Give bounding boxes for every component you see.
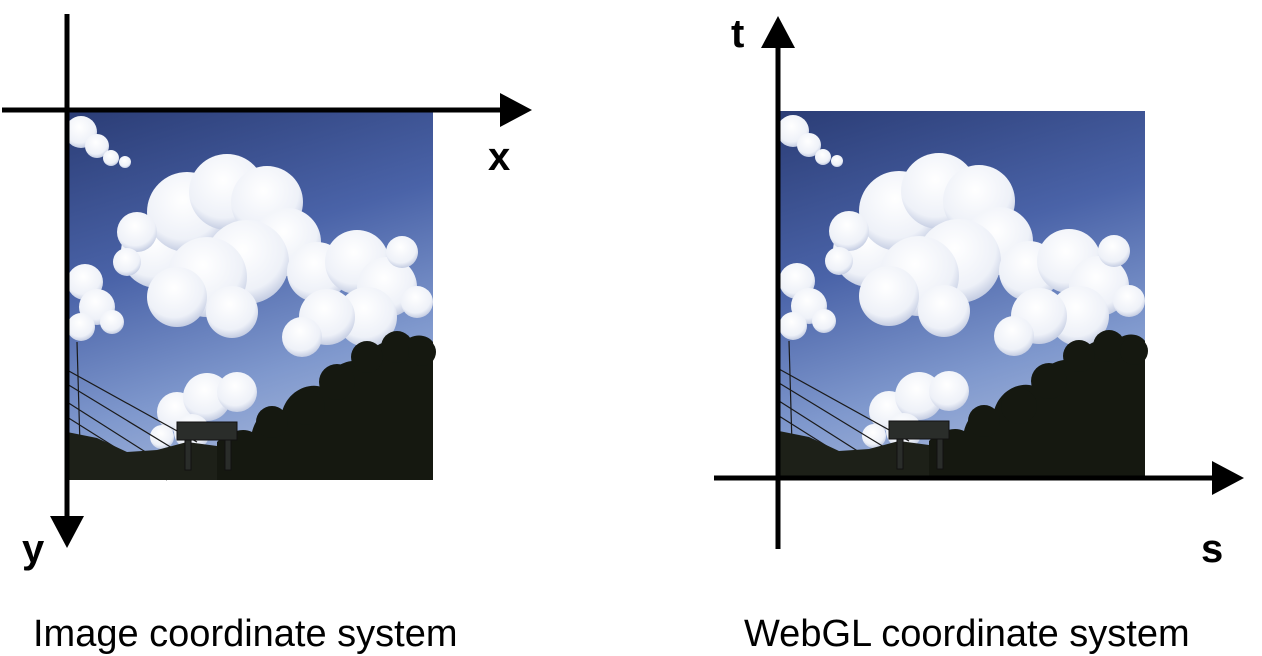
sky-clouds-trees-photo-icon [64,111,437,481]
x-axis-arrowhead-icon [500,93,532,127]
x-axis-label: x [488,135,510,179]
t-axis-label: t [731,12,744,56]
s-axis-arrowhead-icon [1212,461,1244,495]
t-axis-arrowhead-icon [761,16,795,48]
y-axis-arrowhead-icon [50,516,84,548]
webgl-coordinate-panel: t s WebGL coordinate system [714,12,1244,655]
image-coordinate-caption: Image coordinate system [33,613,458,655]
s-axis [714,461,1244,495]
webgl-coordinate-caption: WebGL coordinate system [744,613,1190,655]
t-axis [761,16,795,549]
x-axis [2,93,532,127]
sky-clouds-trees-photo-icon [776,110,1149,480]
s-axis-label: s [1201,527,1223,571]
image-coordinate-panel: x y Image coordinate system [2,14,532,655]
y-axis-label: y [22,527,45,571]
y-axis [50,14,84,548]
